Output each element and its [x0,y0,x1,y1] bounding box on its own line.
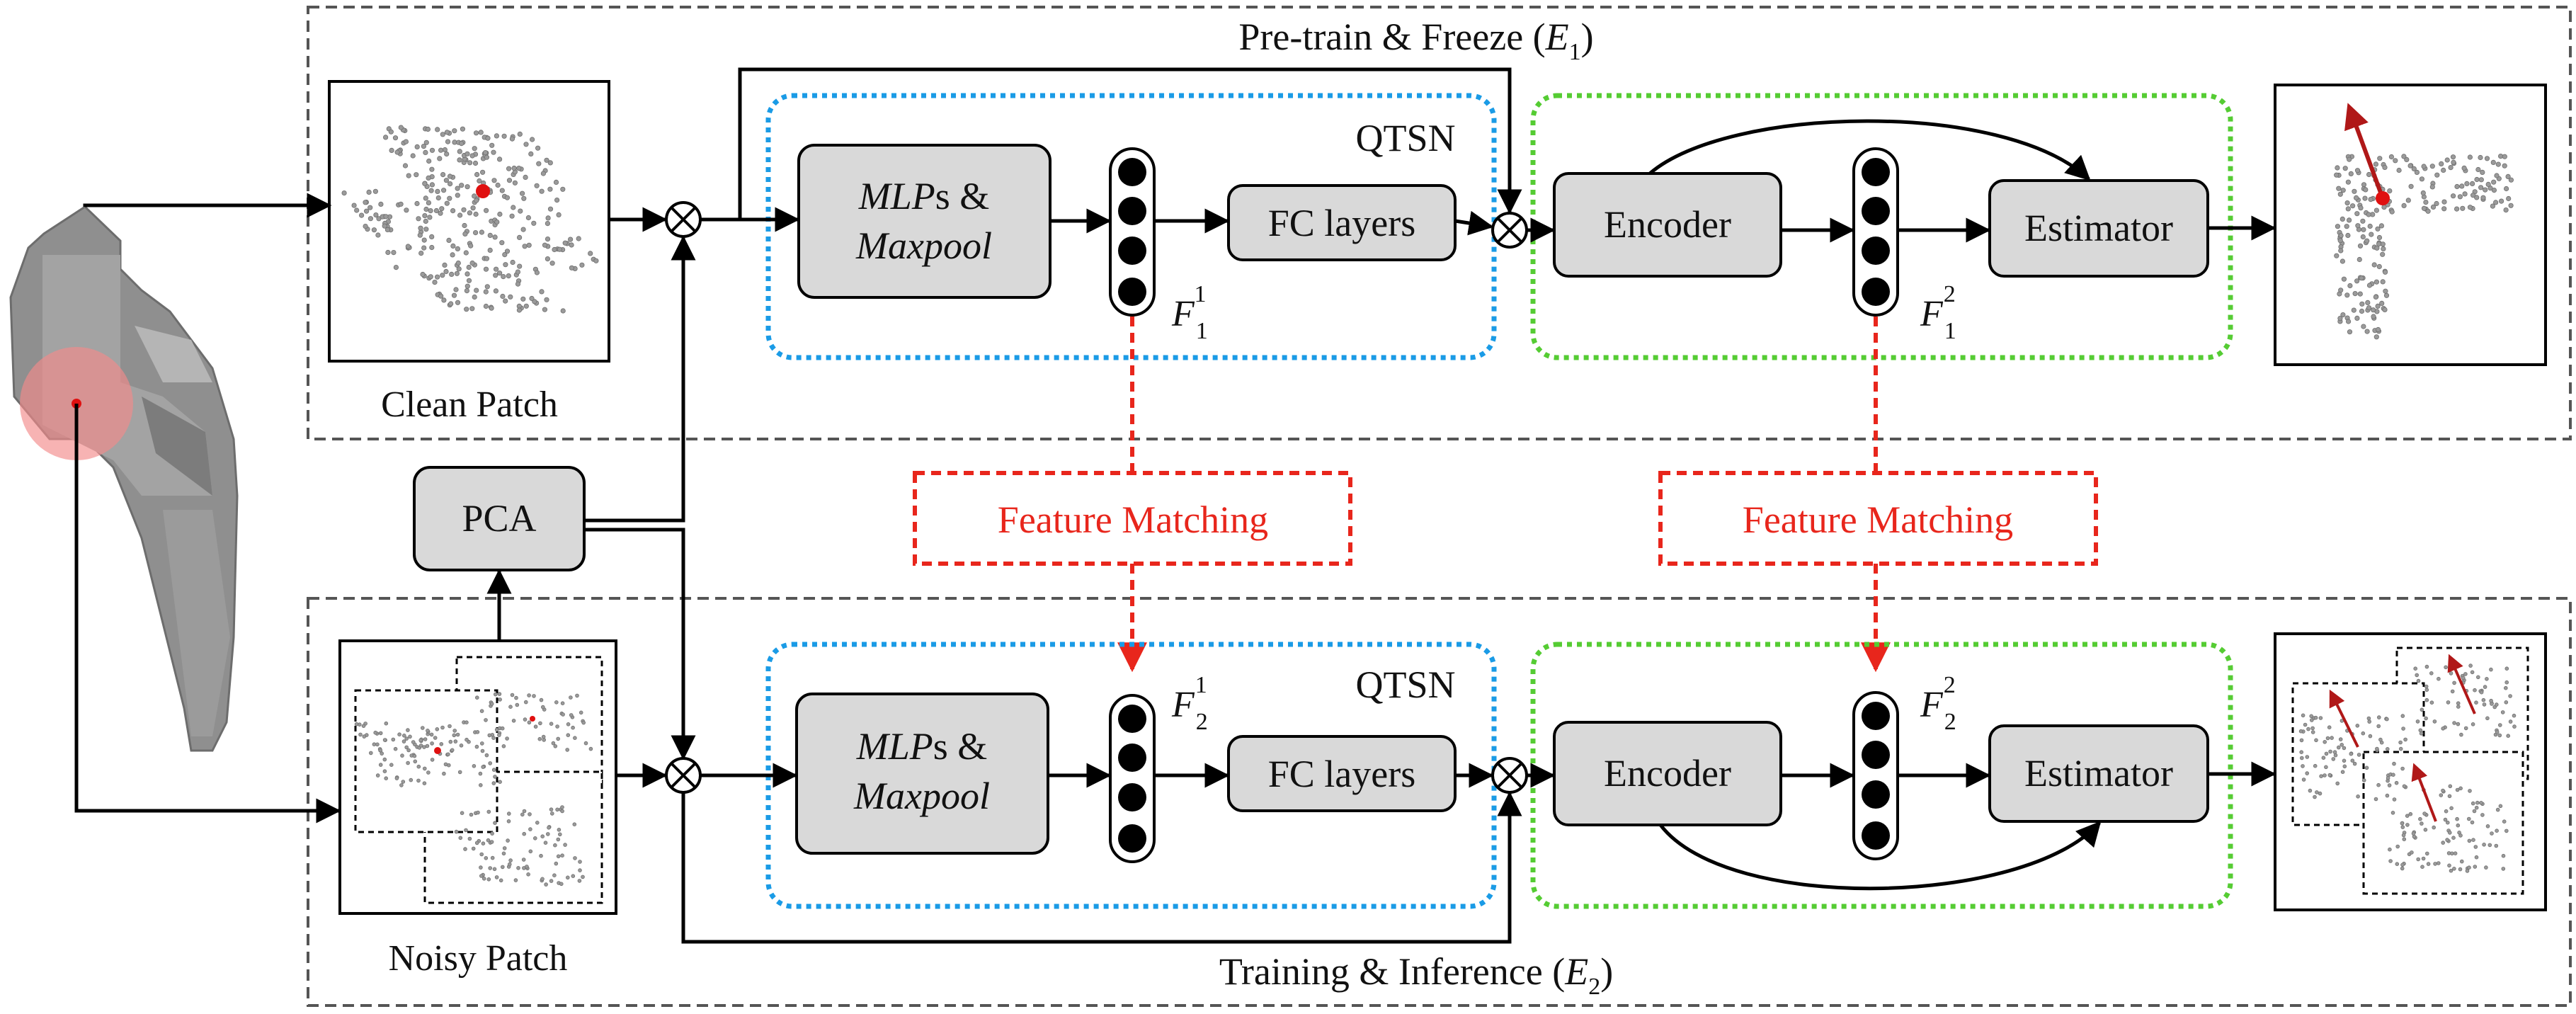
clean-patch-center [476,184,490,198]
feature-label-F1-2: F21 [1171,672,1208,735]
stage1-connectors [83,67,2276,243]
encoder-label-1: Encoder [1604,203,1731,246]
feature-matching-links [1117,317,1891,673]
stage1-title: Pre-train & Freeze (E1) [1238,16,1593,65]
stage2-frame [307,597,2572,1007]
feature-dots-2-2 [1862,702,1890,850]
output-normal-image-1 [2274,84,2547,366]
normal-arrow-2b [2447,654,2476,714]
noisy-patch-center [434,747,441,754]
normal-arrow-2c [2411,763,2437,822]
stage1-frame [307,6,2572,440]
noisy-patch-view-1 [354,689,498,833]
feature-dots-1-2 [1862,158,1890,306]
output-1-center [2376,191,2390,205]
noisy-patch-points [354,692,593,887]
maxpool-label-1: Maxpool [855,224,992,267]
stage2-title: Training & Inference (E2) [1219,950,1613,1000]
input-model [9,205,239,752]
feature-matching-label-left: Feature Matching [998,499,1268,541]
mlp-maxpool-box-2 [795,693,1049,855]
qtsn-label-2: QTSN [1355,663,1455,706]
noisy-patch-center-2 [530,716,535,722]
fc-layers-label-1: FC layers [1268,202,1416,244]
feature-dots-1-1 [1118,158,1146,306]
clean-patch-image [328,80,610,363]
fc-layers-label-2: FC layers [1268,753,1416,795]
qtsn-label-1: QTSN [1355,117,1455,159]
maxpool-label-2: Maxpool [853,775,990,817]
pca-connectors [486,235,696,760]
estimator-label-1: Estimator [2024,207,2173,249]
mlp-maxpool-box-1 [797,144,1052,299]
normal-arrow-2a [2329,689,2359,748]
feature-label-F1-1: F11 [1171,281,1207,344]
feature-dots-2-1 [1118,705,1146,853]
output-view-2 [2362,751,2524,895]
feature-label-F2-2: F22 [1920,672,1956,735]
clean-patch-points [341,125,599,314]
mlp-label-2: MLPs & [856,725,988,768]
clean-patch-caption: Clean Patch [381,384,558,425]
rotation-multiply-node-1 [665,201,702,238]
rotation-multiply-node-4 [1491,757,1528,794]
pca-label: PCA [462,497,536,540]
rotation-multiply-node-2 [1491,212,1528,249]
encoder-label-2: Encoder [1604,752,1731,794]
noisy-patch-caption: Noisy Patch [389,938,568,979]
feature-label-F2-1: F12 [1920,281,1956,344]
normal-arrow-1 [2344,103,2385,200]
qtsn-block-1 [765,93,1497,360]
feature-matching-label-right: Feature Matching [1743,499,2013,541]
stage2-connectors [74,404,2276,944]
feature-matching-box-right [1658,471,2098,566]
mlp-label-1: MLPs & [858,175,990,217]
rotation-multiply-node-3 [665,757,702,794]
output-2-points [2298,663,2517,873]
estimator-label-2: Estimator [2024,752,2173,794]
